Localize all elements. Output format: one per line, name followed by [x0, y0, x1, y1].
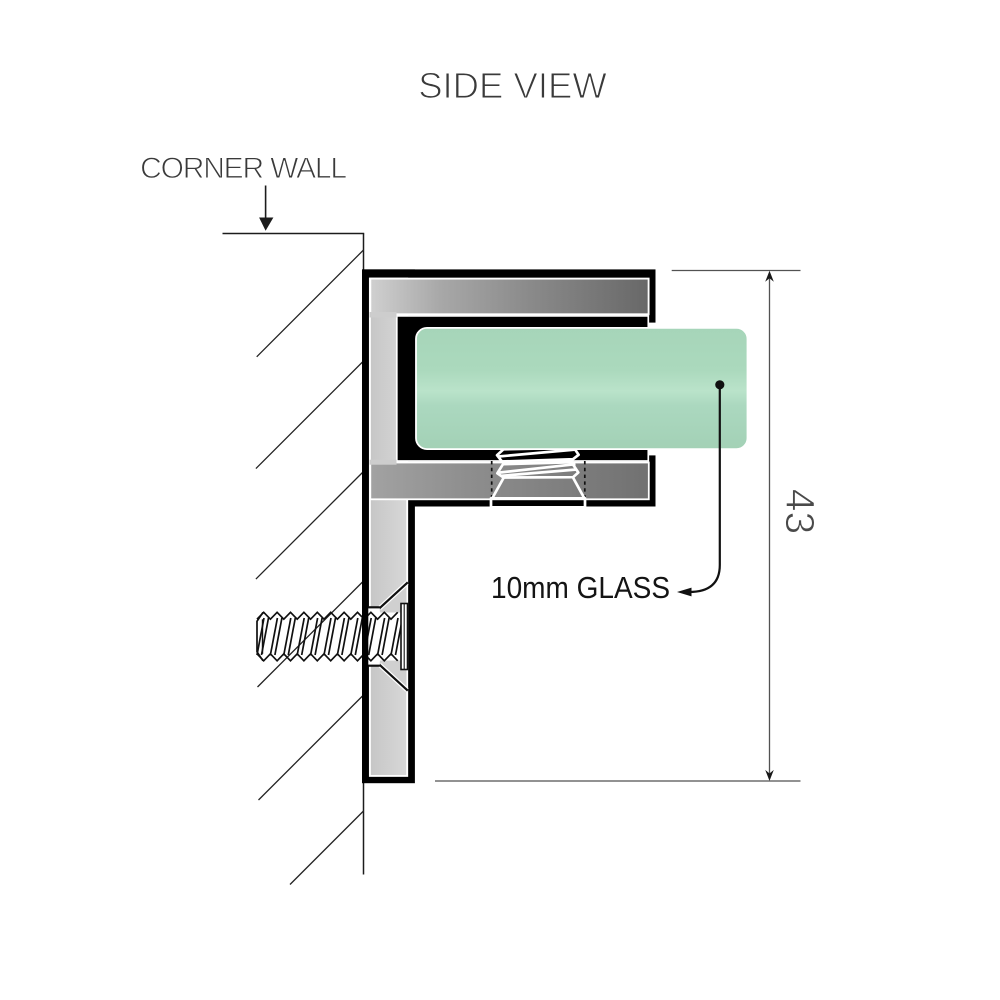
svg-text:43: 43 [777, 489, 823, 535]
svg-text:CORNER WALL: CORNER WALL [140, 152, 346, 185]
svg-text:SIDE VIEW: SIDE VIEW [418, 65, 607, 106]
svg-text:10mm GLASS: 10mm GLASS [491, 570, 670, 605]
